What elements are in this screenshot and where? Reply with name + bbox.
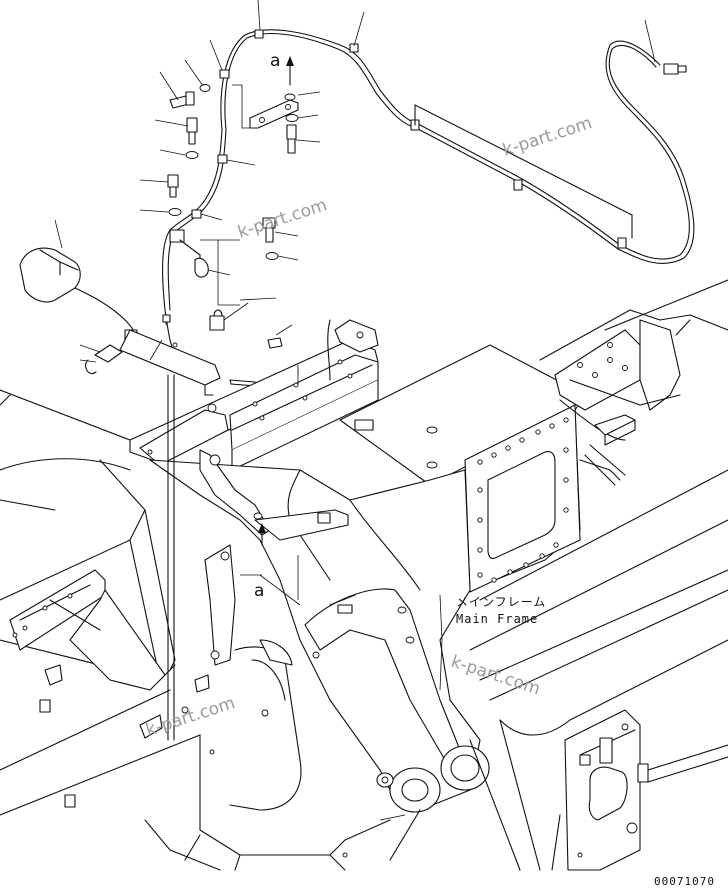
watermark: k-part.com <box>235 195 329 243</box>
main-frame-label-en: Main Frame <box>456 612 538 626</box>
clamp-bracket <box>119 229 293 396</box>
work-lamp <box>19 219 141 374</box>
mounting-bracket <box>129 319 379 471</box>
leader-lines <box>297 370 443 821</box>
wiring-harness <box>162 0 695 356</box>
main-frame <box>0 279 728 871</box>
view-marker-bottom: a <box>254 581 264 601</box>
watermark: k-part.com <box>143 693 237 741</box>
view-marker-top: a <box>270 51 280 71</box>
watermark: k-part.com <box>500 113 594 161</box>
main-frame-label-jp: メインフレーム <box>456 595 546 609</box>
fastener-group-top <box>139 39 321 261</box>
drawing-code: 00071070 <box>654 875 715 888</box>
